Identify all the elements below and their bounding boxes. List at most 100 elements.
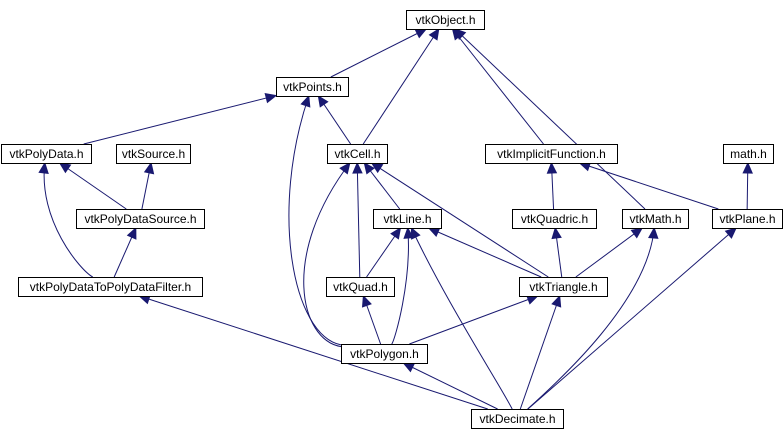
node-box-vtkObject[interactable]	[406, 10, 485, 30]
edge-vtkPolygon-to-vtkTriangle	[409, 295, 538, 345]
edge-vtkDecimate-to-vtkLine	[410, 227, 513, 410]
node-vtkSource[interactable]: vtkSource.h	[116, 144, 191, 164]
edge-vtkCell-to-vtkObject	[362, 28, 440, 145]
node-vtkTriangle[interactable]: vtkTriangle.h	[519, 277, 608, 297]
edge-vtkDecimate-to-vtkPolyDataToPolyDataFilter	[139, 295, 488, 410]
node-vtkQuadric[interactable]: vtkQuadric.h	[512, 209, 597, 229]
edge-vtkPolygon-to-vtkCell	[303, 162, 351, 348]
node-vtkPolyDataSource[interactable]: vtkPolyDataSource.h	[76, 209, 205, 229]
node-label-vtkPolyDataToPolyDataFilter: vtkPolyDataToPolyDataFilter.h	[30, 280, 191, 294]
node-box-vtkPlane[interactable]	[712, 209, 783, 229]
arrowhead-vtkQuadric-to-vtkImplicitFunction	[546, 161, 558, 174]
node-label-vtkDecimate: vtkDecimate.h	[479, 412, 555, 426]
arrowhead-vtkMath-to-vtkObject	[454, 28, 467, 41]
edge-vtkPolyDataSource-to-vtkPolyData	[59, 162, 127, 210]
node-label-vtkImplicitFunction: vtkImplicitFunction.h	[497, 147, 606, 161]
arrowhead-vtkPlane-to-math	[742, 161, 753, 174]
arrowhead-vtkTriangle-to-vtkQuadric	[551, 226, 562, 240]
edge-vtkPolygon-to-vtkPoints	[288, 95, 342, 346]
arrowhead-vtkDecimate-to-vtkLine	[410, 226, 421, 240]
arrowhead-vtkQuad-to-vtkCell	[352, 161, 363, 174]
node-label-vtkPlane: vtkPlane.h	[719, 212, 775, 226]
arrowhead-vtkCell-to-vtkObject	[428, 27, 440, 41]
edge-vtkDecimate-to-vtkTriangle	[519, 295, 561, 410]
arrowhead-vtkTriangle-to-vtkMath	[630, 227, 644, 239]
node-vtkMath[interactable]: vtkMath.h	[622, 209, 689, 229]
arrowhead-vtkPolyData-to-vtkPoints	[264, 93, 278, 104]
node-vtkPolyData[interactable]: vtkPolyData.h	[1, 144, 92, 164]
node-box-vtkLine[interactable]	[373, 209, 442, 229]
edge-vtkImplicitFunction-to-vtkObject	[452, 28, 544, 145]
node-vtkDecimate[interactable]: vtkDecimate.h	[471, 409, 564, 429]
arrowhead-vtkPoints-to-vtkObject	[414, 28, 428, 39]
node-label-vtkLine: vtkLine.h	[383, 212, 431, 226]
node-vtkPlane[interactable]: vtkPlane.h	[712, 209, 783, 229]
node-label-vtkQuad: vtkQuad.h	[333, 280, 388, 294]
edge-vtkPolyData-to-vtkPoints	[83, 95, 277, 145]
node-vtkQuad[interactable]: vtkQuad.h	[326, 277, 395, 297]
node-box-vtkTriangle[interactable]	[519, 277, 608, 297]
node-box-math[interactable]	[723, 144, 774, 164]
node-box-vtkPolyDataSource[interactable]	[76, 209, 205, 229]
arrowhead-vtkPolyDataSource-to-vtkPolyData	[58, 162, 72, 174]
arrowhead-vtkDecimate-to-vtkPlane	[724, 227, 737, 239]
node-label-vtkMath: vtkMath.h	[629, 212, 681, 226]
arrowhead-vtkPolygon-to-vtkCell	[339, 162, 351, 175]
node-label-math: math.h	[730, 147, 767, 161]
node-box-vtkQuad[interactable]	[326, 277, 395, 297]
arrowhead-vtkPolyDataToPolyDataFilter-to-vtkPolyDataSource	[126, 226, 137, 240]
node-box-vtkPoints[interactable]	[276, 77, 349, 97]
node-vtkPolyDataToPolyDataFilter[interactable]: vtkPolyDataToPolyDataFilter.h	[18, 277, 203, 297]
edge-vtkMath-to-vtkObject	[454, 28, 646, 210]
node-label-vtkQuadric: vtkQuadric.h	[521, 212, 588, 226]
arrowhead-vtkDecimate-to-vtkTriangle	[551, 294, 562, 308]
arrowhead-vtkTriangle-to-vtkLine	[427, 227, 441, 238]
arrowhead-vtkQuad-to-vtkLine	[390, 226, 402, 240]
node-vtkLine[interactable]: vtkLine.h	[373, 209, 442, 229]
node-box-vtkPolygon[interactable]	[341, 344, 428, 364]
edge-vtkPlane-to-vtkImplicitFunction	[579, 162, 719, 210]
node-label-vtkPoints: vtkPoints.h	[283, 80, 342, 94]
arrowhead-vtkDecimate-to-vtkPolygon	[402, 362, 416, 373]
node-vtkCell[interactable]: vtkCell.h	[327, 144, 388, 164]
arrowhead-vtkPolyDataToPolyDataFilter-to-vtkPolyData	[38, 161, 49, 175]
node-box-vtkSource[interactable]	[116, 144, 191, 164]
edge-vtkDecimate-to-vtkMath	[527, 227, 655, 410]
edge-vtkDecimate-to-vtkPlane	[527, 227, 737, 410]
edge-vtkQuad-to-vtkCell	[356, 162, 361, 278]
node-box-vtkPolyDataToPolyDataFilter[interactable]	[18, 277, 203, 297]
edge-vtkPoints-to-vtkObject	[330, 28, 427, 78]
node-label-vtkPolygon: vtkPolygon.h	[350, 347, 419, 361]
edge-vtkPolyDataToPolyDataFilter-to-vtkPolyData	[43, 162, 93, 278]
node-vtkObject[interactable]: vtkObject.h	[406, 10, 485, 30]
node-label-vtkPolyData: vtkPolyData.h	[9, 147, 83, 161]
node-vtkPoints[interactable]: vtkPoints.h	[276, 77, 349, 97]
edge-vtkDecimate-to-vtkPolygon	[403, 362, 498, 410]
node-box-vtkDecimate[interactable]	[471, 409, 564, 429]
node-label-vtkCell: vtkCell.h	[334, 147, 380, 161]
node-label-vtkTriangle: vtkTriangle.h	[529, 280, 597, 294]
edges-layer	[38, 27, 753, 410]
arrowhead-vtkPolygon-to-vtkPoints	[300, 94, 311, 108]
edge-vtkTriangle-to-vtkCell	[371, 162, 549, 278]
arrowhead-vtkPolygon-to-vtkLine	[403, 226, 414, 239]
node-box-vtkQuadric[interactable]	[512, 209, 597, 229]
arrowhead-vtkLine-to-vtkCell	[363, 162, 375, 175]
node-box-vtkMath[interactable]	[622, 209, 689, 229]
nodes-layer: vtkObject.h vtkPoints.h vtkPolyData.h vtkSo…	[1, 10, 783, 429]
arrowhead-vtkPolyDataSource-to-vtkSource	[143, 161, 155, 175]
node-box-vtkCell[interactable]	[327, 144, 388, 164]
edge-vtkTriangle-to-vtkMath	[575, 227, 643, 278]
node-label-vtkSource: vtkSource.h	[122, 147, 185, 161]
node-vtkImplicitFunction[interactable]: vtkImplicitFunction.h	[485, 144, 618, 164]
node-box-vtkPolyData[interactable]	[1, 144, 92, 164]
edge-vtkTriangle-to-vtkLine	[428, 227, 542, 278]
arrowhead-vtkPolygon-to-vtkQuad	[361, 294, 372, 308]
arrowhead-vtkDecimate-to-vtkMath	[648, 226, 659, 239]
node-box-vtkImplicitFunction[interactable]	[485, 144, 618, 164]
edge-vtkPolygon-to-vtkLine	[391, 227, 409, 345]
node-math[interactable]: math.h	[723, 144, 774, 164]
node-label-vtkObject: vtkObject.h	[415, 13, 475, 27]
node-vtkPolygon[interactable]: vtkPolygon.h	[341, 344, 428, 364]
